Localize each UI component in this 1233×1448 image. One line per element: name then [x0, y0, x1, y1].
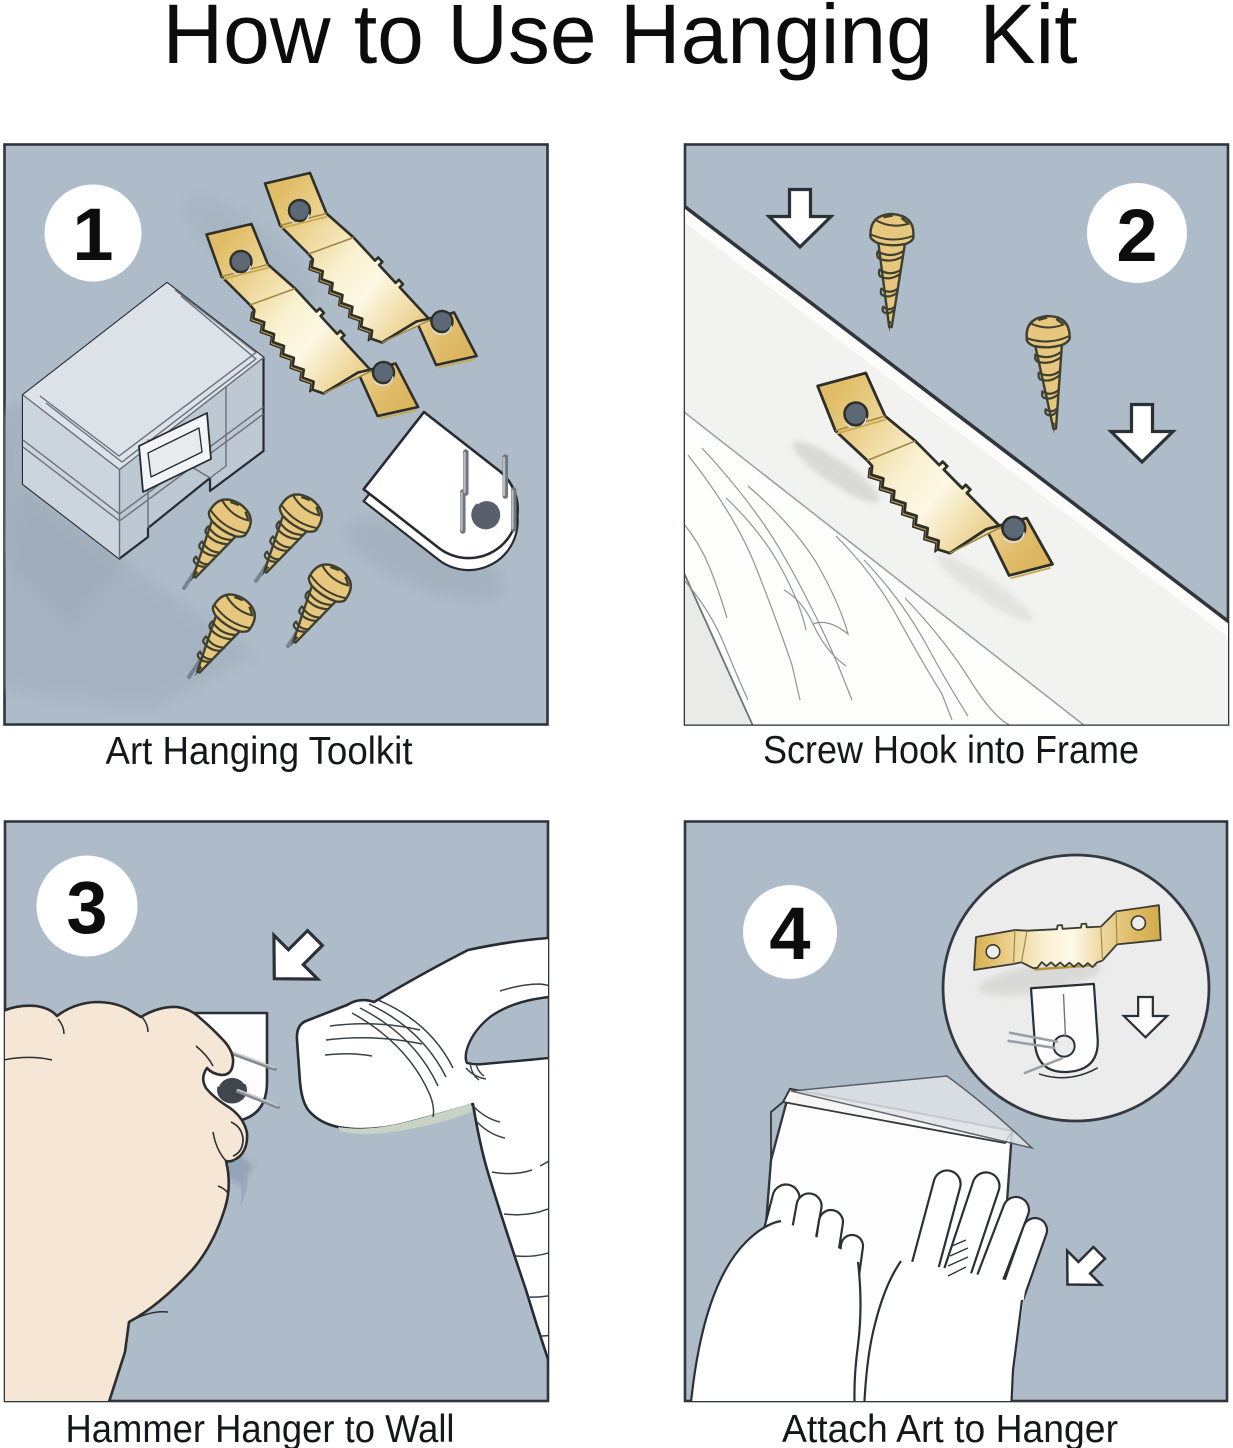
svg-text:3: 3: [66, 866, 107, 949]
svg-text:1: 1: [72, 193, 113, 276]
svg-text:How to Use Hanging Kit: How to Use Hanging Kit: [162, 0, 1077, 81]
svg-text:2: 2: [1116, 194, 1157, 277]
svg-text:4: 4: [769, 892, 810, 975]
svg-text:Attach Art to Hanger: Attach Art to Hanger: [782, 1408, 1118, 1448]
svg-text:Art Hanging Toolkit: Art Hanging Toolkit: [106, 730, 413, 773]
svg-text:Hammer Hanger to Wall: Hammer Hanger to Wall: [66, 1408, 455, 1448]
svg-text:Screw Hook into Frame: Screw Hook into Frame: [763, 729, 1139, 772]
